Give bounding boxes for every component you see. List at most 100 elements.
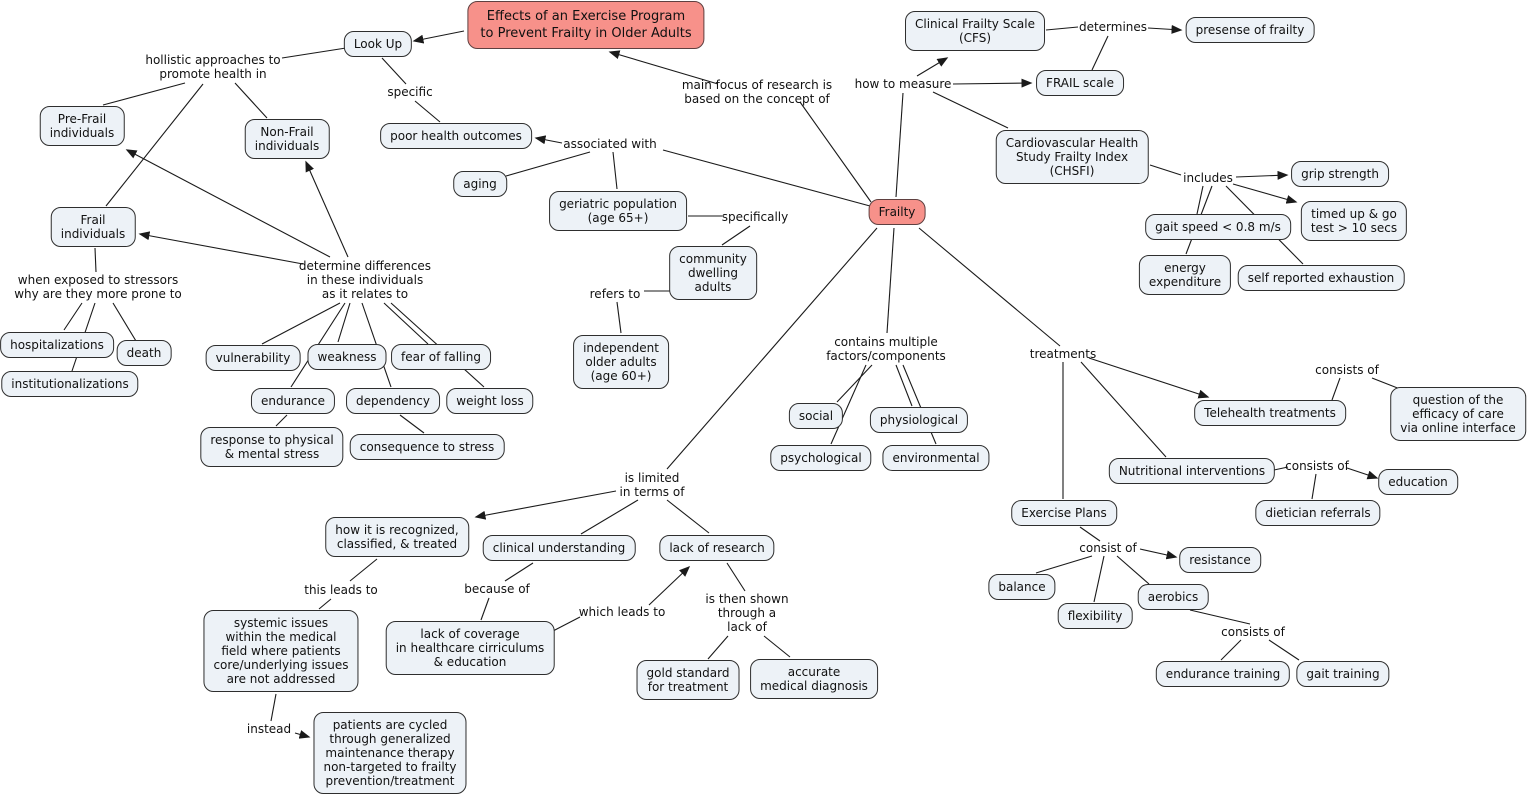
concept-node-fear-of-falling[interactable]: fear of falling bbox=[391, 344, 491, 370]
link-label-specific[interactable]: specific bbox=[387, 85, 433, 99]
connector-line bbox=[412, 30, 465, 44]
concept-node-accurate-diagnosis[interactable]: accurate medical diagnosis bbox=[750, 659, 878, 699]
concept-node-frailty[interactable]: Frailty bbox=[868, 199, 926, 225]
concept-node-question-of-efficacy[interactable]: question of the efficacy of care via onl… bbox=[1390, 387, 1526, 441]
concept-node-grip-strength[interactable]: grip strength bbox=[1291, 161, 1389, 187]
concept-node-lack-of-research[interactable]: lack of research bbox=[659, 535, 775, 561]
link-label-consists-of-aerobics[interactable]: consists of bbox=[1221, 625, 1285, 639]
link-label-treatments[interactable]: treatments bbox=[1029, 347, 1097, 361]
link-label-because-of[interactable]: because of bbox=[464, 582, 530, 596]
concept-node-endurance-training[interactable]: endurance training bbox=[1155, 661, 1291, 687]
concept-node-look-up[interactable]: Look Up bbox=[343, 31, 413, 57]
connector-line bbox=[261, 302, 341, 345]
concept-node-environmental[interactable]: environmental bbox=[882, 445, 990, 471]
concept-node-weakness[interactable]: weakness bbox=[307, 344, 387, 370]
concept-node-exercise-plans[interactable]: Exercise Plans bbox=[1011, 500, 1117, 526]
concept-node-poor-health-outcomes[interactable]: poor health outcomes bbox=[380, 123, 532, 149]
link-label-hollistic-approaches[interactable]: hollistic approaches to promote health i… bbox=[145, 53, 281, 81]
connector-line bbox=[1220, 639, 1242, 661]
concept-node-consequence-to-stress[interactable]: consequence to stress bbox=[349, 434, 505, 460]
link-label-refers-to[interactable]: refers to bbox=[589, 287, 641, 301]
connector-line bbox=[1088, 357, 1210, 399]
link-label-determines[interactable]: determines bbox=[1078, 20, 1148, 34]
concept-node-clinical-frailty-scale[interactable]: Clinical Frailty Scale (CFS) bbox=[905, 11, 1045, 51]
connector-line bbox=[1149, 164, 1182, 176]
concept-node-chsfi[interactable]: Cardiovascular Health Study Frailty Inde… bbox=[995, 130, 1149, 184]
connector-line bbox=[399, 414, 425, 434]
concept-node-independent-older-adults[interactable]: independent older adults (age 60+) bbox=[573, 335, 669, 389]
concept-node-nutritional-interventions[interactable]: Nutritional interventions bbox=[1108, 458, 1276, 484]
link-label-specifically[interactable]: specifically bbox=[721, 210, 789, 224]
connector-line bbox=[1035, 555, 1093, 574]
concept-node-frail-individuals[interactable]: Frail individuals bbox=[50, 207, 136, 247]
concept-node-community-dwelling-adults[interactable]: community dwelling adults bbox=[669, 246, 757, 300]
concept-node-self-reported-exhaustion[interactable]: self reported exhaustion bbox=[1237, 265, 1405, 291]
concept-node-endurance[interactable]: endurance bbox=[250, 388, 336, 414]
link-label-how-to-measure[interactable]: how to measure bbox=[854, 77, 952, 91]
concept-node-gait-training[interactable]: gait training bbox=[1296, 661, 1390, 687]
concept-node-psychological[interactable]: psychological bbox=[770, 445, 872, 471]
link-label-includes[interactable]: includes bbox=[1183, 171, 1233, 185]
concept-node-social[interactable]: social bbox=[788, 403, 844, 429]
link-label-consists-of-nutritional[interactable]: consists of bbox=[1285, 459, 1349, 473]
connector-line bbox=[337, 302, 351, 343]
concept-node-patients-cycled[interactable]: patients are cycled through generalized … bbox=[313, 712, 467, 794]
connector-line bbox=[1045, 26, 1079, 31]
concept-node-education[interactable]: education bbox=[1378, 469, 1458, 495]
connector-line bbox=[414, 100, 441, 123]
concept-node-response-to-stress[interactable]: response to physical & mental stress bbox=[200, 427, 344, 467]
link-label-associated-with[interactable]: associated with bbox=[563, 137, 657, 151]
concept-node-telehealth-treatments[interactable]: Telehealth treatments bbox=[1194, 400, 1346, 426]
connector-line bbox=[281, 47, 347, 59]
concept-node-frail-scale[interactable]: FRAIL scale bbox=[1036, 70, 1124, 96]
concept-node-dependency[interactable]: dependency bbox=[346, 388, 440, 414]
connector-line bbox=[1331, 377, 1341, 401]
link-label-instead[interactable]: instead bbox=[246, 722, 292, 736]
concept-node-presense-of-frailty[interactable]: presense of frailty bbox=[1185, 17, 1315, 43]
link-label-this-leads-to[interactable]: this leads to bbox=[304, 583, 378, 597]
concept-node-effects-title[interactable]: Effects of an Exercise Program to Preven… bbox=[467, 1, 705, 49]
connector-line bbox=[1189, 609, 1251, 625]
link-label-is-then-shown[interactable]: is then shown through a lack of bbox=[705, 592, 789, 634]
concept-node-pre-frail-individuals[interactable]: Pre-Frail individuals bbox=[39, 106, 125, 146]
link-label-which-leads-to[interactable]: which leads to bbox=[578, 605, 666, 619]
connector-line bbox=[763, 635, 791, 658]
concept-node-resistance[interactable]: resistance bbox=[1179, 547, 1261, 573]
concept-node-aerobics[interactable]: aerobics bbox=[1137, 584, 1209, 610]
link-label-when-exposed[interactable]: when exposed to stressors why are they m… bbox=[14, 273, 182, 301]
link-label-is-limited[interactable]: is limited in terms of bbox=[619, 471, 685, 499]
connector-line bbox=[349, 558, 378, 582]
connector-line bbox=[318, 598, 332, 610]
concept-node-institutionalizations[interactable]: institutionalizations bbox=[1, 371, 139, 397]
concept-node-timed-up-and-go[interactable]: timed up & go test > 10 secs bbox=[1300, 201, 1408, 241]
concept-node-gait-speed[interactable]: gait speed < 0.8 m/s bbox=[1145, 214, 1291, 240]
concept-node-how-recognized[interactable]: how it is recognized, classified, & trea… bbox=[325, 517, 469, 557]
concept-node-hospitalizations[interactable]: hospitalizations bbox=[0, 332, 114, 358]
link-label-consists-of-telehealth[interactable]: consists of bbox=[1315, 363, 1379, 377]
connector-line bbox=[552, 616, 581, 632]
connector-line bbox=[112, 302, 137, 342]
link-label-contains-multiple[interactable]: contains multiple factors/components bbox=[826, 335, 946, 363]
concept-node-dietician-referrals[interactable]: dietician referrals bbox=[1255, 500, 1381, 526]
concept-node-flexibility[interactable]: flexibility bbox=[1057, 603, 1133, 629]
concept-node-systemic-issues[interactable]: systemic issues within the medical field… bbox=[203, 610, 359, 692]
concept-node-death[interactable]: death bbox=[116, 340, 172, 366]
link-label-main-focus[interactable]: main focus of research is based on the c… bbox=[681, 78, 833, 106]
concept-node-lack-of-coverage[interactable]: lack of coverage in healthcare cirriculu… bbox=[385, 621, 555, 675]
concept-node-balance[interactable]: balance bbox=[988, 574, 1056, 600]
link-label-consist-of-exercise[interactable]: consist of bbox=[1079, 541, 1137, 555]
concept-node-gold-standard[interactable]: gold standard for treatment bbox=[636, 660, 740, 700]
concept-node-energy-expenditure[interactable]: energy expenditure bbox=[1138, 255, 1232, 295]
concept-node-clinical-understanding[interactable]: clinical understanding bbox=[482, 535, 636, 561]
concept-node-physiological[interactable]: physiological bbox=[869, 407, 969, 433]
concept-node-non-frail-individuals[interactable]: Non-Frail individuals bbox=[244, 119, 330, 159]
link-label-determine-differences[interactable]: determine differences in these individua… bbox=[298, 259, 432, 301]
concept-node-weight-loss[interactable]: weight loss bbox=[446, 388, 534, 414]
connector-line bbox=[721, 225, 751, 246]
concept-node-aging[interactable]: aging bbox=[453, 171, 507, 197]
concept-node-vulnerability[interactable]: vulnerability bbox=[205, 345, 301, 371]
connector-line bbox=[294, 730, 311, 739]
concept-node-geriatric-population[interactable]: geriatric population (age 65+) bbox=[549, 191, 687, 231]
